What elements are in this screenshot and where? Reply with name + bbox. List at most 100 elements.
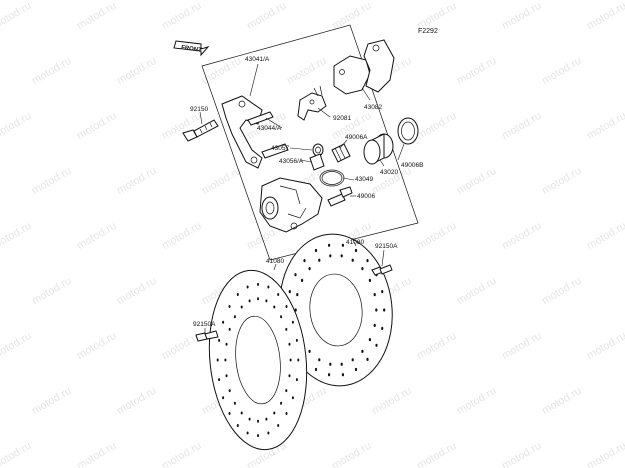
caliper-piston <box>363 133 394 165</box>
disc-drill-hole <box>354 248 358 253</box>
callout-49006: 49006 <box>357 193 375 200</box>
piston-seal-ring <box>397 117 419 145</box>
callout-41080-rear: 41080 <box>346 239 364 246</box>
disc-drill-hole <box>236 424 239 427</box>
disc-drill-hole <box>228 327 231 331</box>
callout-43057: 43057 <box>271 145 289 152</box>
callout-92150a-left: 92150A <box>193 321 216 328</box>
disc-drill-hole <box>246 431 249 435</box>
disc-drill-hole <box>265 417 268 421</box>
disc-drill-hole <box>224 358 227 362</box>
disc-drill-hole <box>285 412 288 415</box>
disc-drill-hole <box>375 343 378 347</box>
disc-drill-hole <box>280 401 283 405</box>
disc-drill-hole <box>318 358 321 362</box>
disc-drill-hole <box>341 243 344 247</box>
disc-drill-hole <box>228 389 231 393</box>
disc-drill-hole <box>218 378 221 382</box>
pad-spring <box>297 85 327 121</box>
disc-drill-hole <box>368 278 371 282</box>
disc-drill-hole <box>308 267 311 271</box>
front-direction-arrow: FRONT <box>173 40 210 57</box>
mounting-bolt <box>182 119 219 142</box>
disc-drill-hole <box>218 338 221 342</box>
disc-drill-hole <box>248 299 251 303</box>
disc-drill-hole <box>257 434 259 438</box>
disc-drill-hole <box>373 323 376 327</box>
disc-drill-hole <box>225 374 228 378</box>
callout-labels: 43041/A 92150 43044/A 92081 43082 49006A… <box>190 56 423 328</box>
disc-drill-hole <box>308 349 311 353</box>
disc-drill-hole <box>368 338 371 342</box>
disc-drill-hole <box>257 419 259 423</box>
brake-pads <box>333 39 395 95</box>
disc-drill-hole <box>361 267 364 271</box>
callout-43020: 43020 <box>380 169 398 176</box>
bleed-valve <box>327 186 353 207</box>
callout-43044a: 43044/A <box>257 125 282 132</box>
caliper-bracket <box>221 95 263 169</box>
disc-drill-hole <box>222 396 225 400</box>
disc-drill-hole <box>341 373 344 377</box>
callout-92081: 92081 <box>333 115 351 122</box>
brake-disc-rear <box>279 233 393 387</box>
disc-drill-hole <box>351 258 354 262</box>
disc-drill-hole <box>228 305 231 308</box>
callout-49006b: 49006B <box>401 162 423 169</box>
disc-drill-hole <box>246 285 249 289</box>
disc-drill-hole <box>273 411 276 415</box>
disc-drill-hole <box>295 378 298 382</box>
disc-drill-hole <box>291 320 294 324</box>
disc-drill-hole <box>216 358 219 362</box>
disc-drill-hole <box>285 327 288 331</box>
callout-43082: 43082 <box>364 104 382 111</box>
disc-drill-hole <box>329 254 332 258</box>
disc-drill-hole <box>361 349 364 353</box>
callout-43056a: 43056/A <box>279 158 304 165</box>
disc-bolt-left <box>195 330 219 342</box>
disc-drill-hole <box>233 315 236 319</box>
disc-drill-hole <box>294 273 297 277</box>
disc-drill-hole <box>288 290 291 294</box>
disc-drill-hole <box>273 305 276 309</box>
disc-drill-hole <box>288 342 291 346</box>
callout-41080-front: 41080 <box>266 258 284 265</box>
callout-43049: 43049 <box>355 176 373 183</box>
disc-drill-hole <box>301 278 304 282</box>
caliper-body <box>259 177 323 233</box>
disc-drill-hole <box>240 305 243 309</box>
disc-drill-hole <box>291 396 294 400</box>
callout-49006a: 49006A <box>345 134 368 141</box>
disc-drill-hole <box>265 299 268 303</box>
disc-drill-hole <box>285 305 288 308</box>
callout-92150a-right: 92150A <box>375 243 398 250</box>
front-label: FRONT <box>181 45 203 54</box>
disc-drill-hole <box>277 293 280 296</box>
disc-drill-hole <box>225 342 228 346</box>
figure-code: F2292 <box>418 28 438 35</box>
disc-drill-hole <box>314 248 318 253</box>
disc-drill-hole <box>228 412 231 415</box>
disc-drill-hole <box>257 282 259 286</box>
pin-boot <box>309 153 325 171</box>
disc-drill-hole <box>381 290 384 294</box>
dust-boot-small <box>312 143 324 157</box>
disc-drill-hole <box>354 367 358 372</box>
disc-drill-hole <box>381 326 384 330</box>
disc-drill-hole <box>248 417 251 421</box>
disc-drill-hole <box>257 297 259 301</box>
disc-drill-hole <box>277 424 280 427</box>
disc-drill-hole <box>267 431 270 435</box>
disc-drill-hole <box>295 338 298 342</box>
disc-bolt-right <box>371 264 393 276</box>
o-ring <box>319 169 345 187</box>
disc-drill-hole <box>383 308 386 312</box>
disc-drill-hole <box>373 293 376 297</box>
disc-drill-hole <box>340 254 343 258</box>
caliper-assembly-outline <box>201 24 419 261</box>
disc-drill-hole <box>351 358 354 362</box>
disc-drill-hole <box>280 315 283 319</box>
slide-pin <box>247 111 289 159</box>
callout-92150: 92150 <box>190 106 208 113</box>
